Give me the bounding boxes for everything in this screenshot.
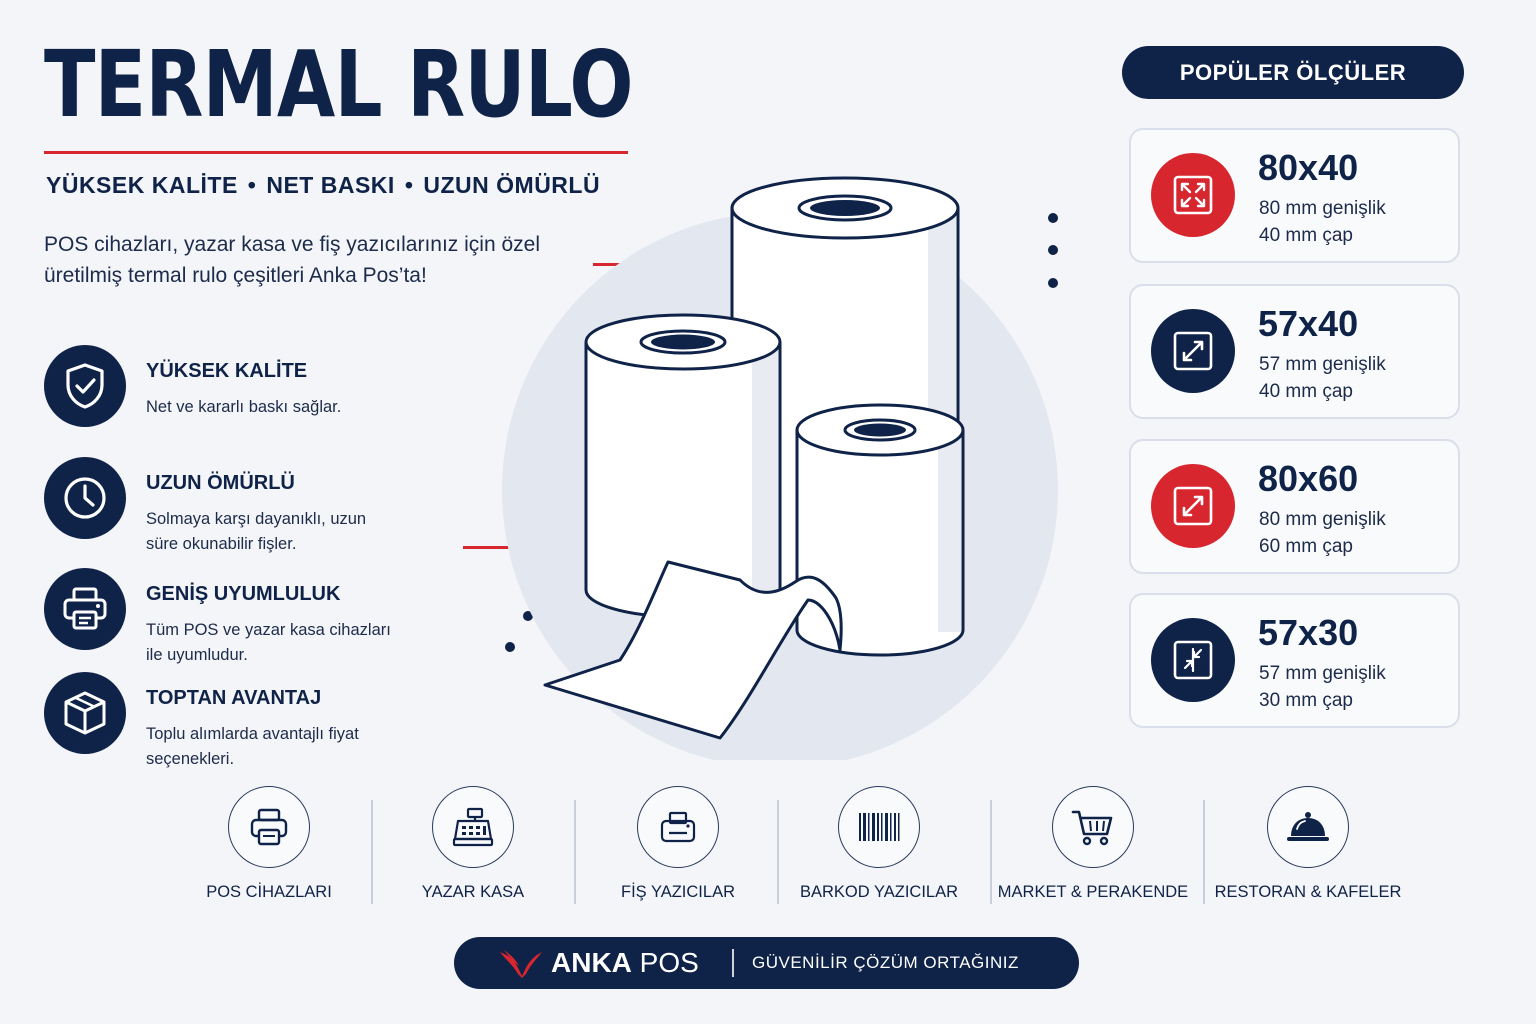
small-roll bbox=[795, 403, 965, 657]
feature-desc: Tüm POS ve yazar kasa cihazları ile uyum… bbox=[146, 621, 391, 664]
tagline: YÜKSEK KALİTE • NET BASKI • UZUN ÖMÜRLÜ bbox=[46, 172, 600, 199]
box-icon bbox=[44, 672, 126, 754]
category-divider bbox=[574, 800, 576, 904]
intro-text: POS cihazları, yazar kasa ve fiş yazıcıl… bbox=[44, 233, 541, 287]
decor-dot bbox=[505, 642, 515, 652]
page-title: TERMAL RULO bbox=[44, 31, 634, 138]
decor-dot bbox=[523, 611, 533, 621]
feature-item: TOPTAN AVANTAJ Toplu alımlarda avantajlı… bbox=[44, 672, 404, 768]
feature-item: YÜKSEK KALİTE Net ve kararlı baskı sağla… bbox=[44, 345, 404, 427]
category-label: MARKET & PERAKENDE bbox=[997, 883, 1189, 901]
category-item: MARKET & PERAKENDE bbox=[992, 786, 1192, 906]
pos-printer-icon bbox=[228, 786, 310, 868]
popular-sizes-header: POPÜLER ÖLÇÜLER bbox=[1122, 46, 1464, 99]
size-width: 57 mm genişlik bbox=[1259, 354, 1386, 375]
category-label: FİŞ YAZICILAR bbox=[620, 883, 735, 901]
tagline-item: YÜKSEK KALİTE bbox=[46, 172, 238, 198]
printer-icon bbox=[44, 568, 126, 650]
category-label: BARKOD YAZICILAR bbox=[799, 883, 958, 901]
category-label: RESTORAN & KAFELER bbox=[1214, 883, 1402, 901]
footer-slogan: GÜVENİLİR ÇÖZÜM ORTAĞINIZ bbox=[752, 953, 1019, 972]
size-card[interactable]: 80x60 80 mm genişlik 60 mm çap bbox=[1129, 439, 1460, 574]
category-item: FİŞ YAZICILAR bbox=[577, 786, 777, 906]
size-diameter: 40 mm çap bbox=[1259, 381, 1353, 402]
title-underline bbox=[44, 151, 628, 154]
size-width: 80 mm genişlik bbox=[1259, 509, 1386, 530]
footer-banner: ANKA POS GÜVENİLİR ÇÖZÜM ORTAĞINIZ bbox=[454, 937, 1079, 989]
resize-diagonal-icon bbox=[1151, 464, 1235, 548]
resize-diagonal-icon bbox=[1151, 309, 1235, 393]
size-name: 80x40 bbox=[1258, 147, 1359, 188]
category-item: BARKOD YAZICILAR bbox=[778, 786, 978, 906]
size-name: 57x30 bbox=[1258, 612, 1359, 653]
category-divider bbox=[1203, 800, 1205, 904]
feature-item: GENİŞ UYUMLULUK Tüm POS ve yazar kasa ci… bbox=[44, 568, 404, 664]
medium-roll bbox=[584, 313, 782, 619]
barcode-icon bbox=[838, 786, 920, 868]
feature-desc: Net ve kararlı baskı sağlar. bbox=[146, 398, 342, 416]
thermal-rolls-illustration bbox=[440, 160, 1100, 768]
category-item: POS CİHAZLARI bbox=[168, 786, 368, 906]
brand-bold: ANKA bbox=[551, 947, 632, 978]
tagline-separator: • bbox=[404, 172, 414, 198]
feature-title: GENİŞ UYUMLULUK bbox=[146, 583, 341, 605]
decor-dot bbox=[1048, 245, 1058, 255]
category-item: RESTORAN & KAFELER bbox=[1207, 786, 1407, 906]
size-diameter: 40 mm çap bbox=[1259, 225, 1353, 246]
feature-desc: Solmaya karşı dayanıklı, uzun süre okuna… bbox=[146, 510, 367, 553]
size-name: 80x60 bbox=[1258, 458, 1359, 499]
size-card[interactable]: 80x40 80 mm genişlik 40 mm çap bbox=[1129, 128, 1460, 263]
anka-wing-logo-icon bbox=[500, 950, 542, 978]
brand-name: ANKA POS bbox=[551, 947, 699, 979]
footer-divider bbox=[732, 949, 734, 977]
size-card[interactable]: 57x30 57 mm genişlik 30 mm çap bbox=[1129, 593, 1460, 728]
clock-icon bbox=[44, 457, 126, 539]
category-divider bbox=[777, 800, 779, 904]
receipt-printer-icon bbox=[637, 786, 719, 868]
shopping-cart-icon bbox=[1052, 786, 1134, 868]
feature-item: UZUN ÖMÜRLÜ Solmaya karşı dayanıklı, uzu… bbox=[44, 457, 404, 553]
decor-dot bbox=[1048, 278, 1058, 288]
expand-icon bbox=[1151, 153, 1235, 237]
tagline-item: NET BASKI bbox=[266, 172, 395, 198]
size-diameter: 60 mm çap bbox=[1259, 536, 1353, 557]
category-divider bbox=[371, 800, 373, 904]
decor-dot bbox=[1048, 213, 1058, 223]
size-width: 80 mm genişlik bbox=[1259, 198, 1386, 219]
brand-light: POS bbox=[639, 947, 699, 978]
tagline-item: UZUN ÖMÜRLÜ bbox=[423, 172, 601, 198]
feature-title: YÜKSEK KALİTE bbox=[146, 360, 308, 382]
cash-register-icon bbox=[432, 786, 514, 868]
size-name: 57x40 bbox=[1258, 303, 1359, 344]
feature-desc: Toplu alımlarda avantajlı fiyat seçenekl… bbox=[146, 725, 359, 768]
cloche-icon bbox=[1267, 786, 1349, 868]
compress-icon bbox=[1151, 618, 1235, 702]
category-label: POS CİHAZLARI bbox=[206, 883, 332, 901]
shield-check-icon bbox=[44, 345, 126, 427]
tagline-separator: • bbox=[247, 172, 257, 198]
category-label: YAZAR KASA bbox=[421, 883, 525, 901]
category-divider bbox=[990, 800, 992, 904]
feature-title: UZUN ÖMÜRLÜ bbox=[146, 472, 295, 494]
decor-red-line bbox=[463, 546, 541, 549]
size-card[interactable]: 57x40 57 mm genişlik 40 mm çap bbox=[1129, 284, 1460, 419]
category-item: YAZAR KASA bbox=[372, 786, 572, 906]
size-diameter: 30 mm çap bbox=[1259, 690, 1353, 711]
size-width: 57 mm genişlik bbox=[1259, 663, 1386, 684]
feature-title: TOPTAN AVANTAJ bbox=[146, 687, 322, 709]
